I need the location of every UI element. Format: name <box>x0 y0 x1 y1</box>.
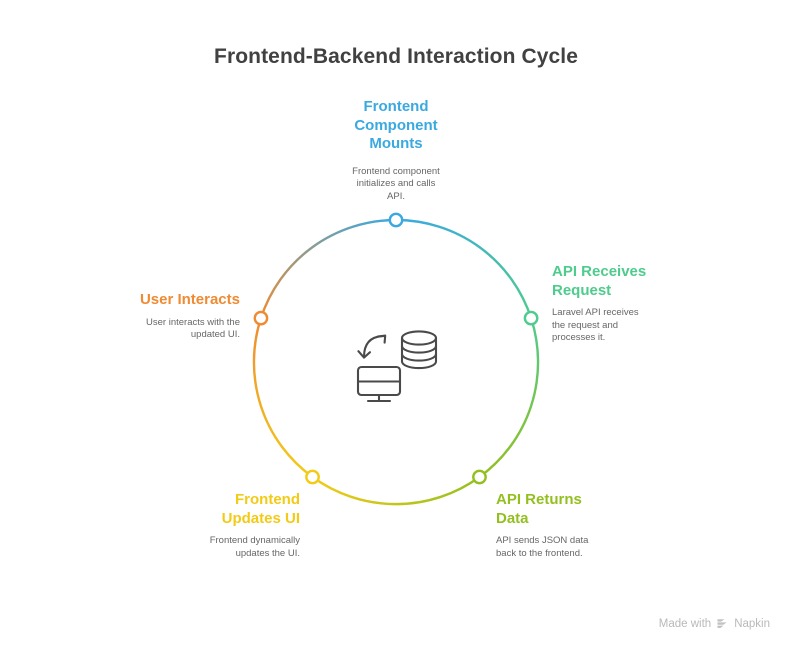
node-marker-user-interacts[interactable] <box>253 310 269 326</box>
arc-interacts-to-mounts <box>259 218 398 320</box>
monitor-icon <box>356 365 402 403</box>
node-title-frontend-component-mounts: Frontend Component Mounts <box>354 98 438 152</box>
page-title: Frontend-Backend Interaction Cycle <box>214 45 578 68</box>
node-marker-api-receives-request[interactable] <box>523 310 539 326</box>
node-desc-frontend-component-mounts: Frontend component initializes and calls… <box>352 165 440 202</box>
node-label-frontend-updates-ui[interactable]: Frontend Updates UI Frontend dynamically… <box>152 491 300 560</box>
client-server-exchange-icon <box>356 330 438 403</box>
node-desc-api-returns-data: API sends JSON data back to the frontend… <box>496 535 589 559</box>
exchange-arrow-icon <box>357 334 387 359</box>
node-label-api-receives-request[interactable]: API Receives Request Laravel API receive… <box>552 263 702 345</box>
arc-receives-to-returns <box>478 316 540 479</box>
node-title-api-returns-data: API Returns Data <box>496 491 582 527</box>
node-label-api-returns-data[interactable]: API Returns Data API sends JSON data bac… <box>496 491 646 560</box>
made-with-napkin-watermark[interactable]: Made with Napkin <box>659 617 770 630</box>
node-desc-user-interacts: User interacts with the updated UI. <box>146 316 240 341</box>
node-title-frontend-updates-ui: Frontend Updates UI <box>221 491 300 527</box>
napkin-chevron-logo-icon <box>716 617 729 630</box>
node-title-api-receives-request: API Receives Request <box>552 263 647 299</box>
cycle-node-markers <box>253 212 539 485</box>
node-marker-frontend-updates-ui[interactable] <box>305 469 320 485</box>
arc-mounts-to-receives <box>394 218 533 320</box>
node-title-user-interacts: User Interacts <box>139 291 240 308</box>
arc-returns-to-updates <box>311 475 481 506</box>
node-desc-frontend-updates-ui: Frontend dynamically updates the UI. <box>209 535 300 559</box>
node-label-user-interacts[interactable]: User Interacts User interacts with the u… <box>92 291 240 342</box>
cycle-ring <box>252 218 540 506</box>
node-label-frontend-component-mounts[interactable]: Frontend Component Mounts Frontend compo… <box>324 98 468 203</box>
node-marker-api-returns-data[interactable] <box>472 469 487 485</box>
arc-updates-to-interacts <box>252 316 314 479</box>
napkin-brand-label: Napkin <box>734 617 770 630</box>
node-marker-frontend-component-mounts[interactable] <box>388 212 404 228</box>
node-desc-api-receives-request: Laravel API receives the request and pro… <box>552 307 639 343</box>
database-icon <box>400 330 438 370</box>
made-with-label: Made with <box>658 617 712 630</box>
